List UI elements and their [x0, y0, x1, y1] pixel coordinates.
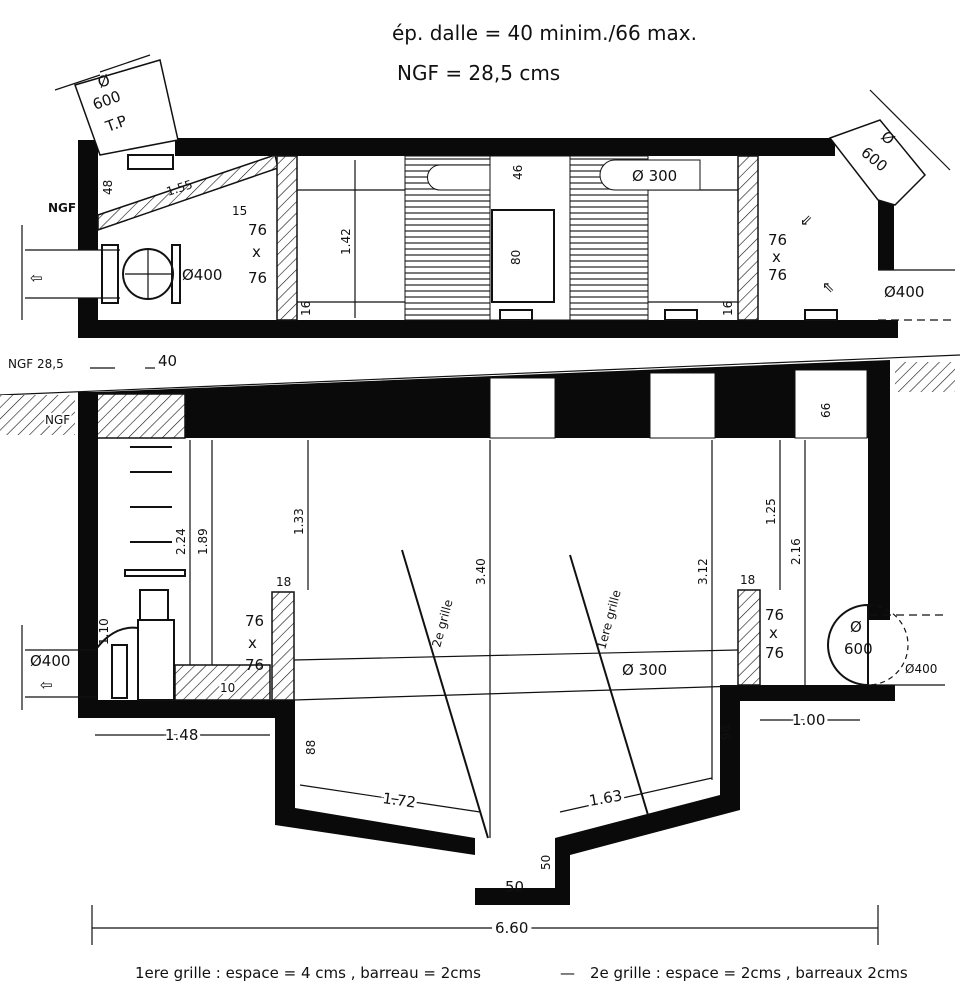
arrow-left-icon: ⇦: [30, 269, 43, 287]
section-manhole-right: [827, 603, 869, 687]
dim-16-left: 16: [299, 301, 313, 316]
plan-pipe-right-label: Ø400: [884, 283, 924, 301]
floor-left: [78, 700, 293, 718]
valve-base: [174, 664, 271, 701]
dim-46: 46: [511, 165, 525, 180]
manhole-left: [74, 59, 179, 156]
plan-channel: [489, 155, 571, 321]
dim-15: 15: [232, 204, 247, 218]
dim-96: 96: [719, 725, 733, 740]
plan-view: Ø 600 T.P Ø 600 1.55 15 48 NGF ⇦ Ø400 76…: [21, 54, 955, 338]
dim-2-24: 2.24: [174, 528, 188, 555]
plan-pipe-left-label: Ø400: [182, 266, 222, 284]
dim-66: 66: [819, 403, 833, 418]
grille-2-bar: [401, 549, 489, 839]
column-right-x: x: [772, 248, 781, 266]
plan-wall-left: [78, 140, 98, 337]
plan-wall-right: [878, 200, 894, 270]
section-column-left-x: x: [248, 634, 257, 652]
dim-1-25: 1.25: [764, 498, 778, 525]
ngf-note: NGF = 28,5 cms: [397, 61, 560, 85]
grille-1-bar: [569, 554, 649, 816]
column-left-dim-a: 76: [248, 221, 267, 239]
column-right-dim-b: 76: [768, 266, 787, 284]
section-column-left: [271, 591, 295, 701]
section-column-right: [737, 589, 761, 686]
section-pipe-left-label: Ø400: [30, 652, 70, 670]
dim-6-60: 6.60: [495, 919, 528, 937]
dim-1-72: 1.72: [381, 789, 417, 811]
dim-2-16: 2.16: [789, 538, 803, 565]
arrow-inlet-icon: ⇖: [822, 278, 835, 296]
dim-1-89: 1.89: [196, 528, 210, 555]
plan-column-left: [276, 155, 298, 321]
dim-1-33: 1.33: [292, 508, 306, 535]
dim-18-right: 18: [740, 573, 755, 587]
footer-grille-1-note: 1ere grille : espace = 4 cms , barreau =…: [135, 964, 481, 982]
dim-1-42: 1.42: [339, 228, 353, 255]
section-column-left-dim-a: 76: [245, 612, 264, 630]
column-left-dim-b: 76: [248, 269, 267, 287]
dim-3-40: 3.40: [474, 558, 488, 585]
floor-right: [720, 685, 895, 701]
plan-wall-top: [175, 138, 835, 156]
slab-hatched-portion: [96, 393, 186, 439]
plan-sump: [491, 209, 555, 303]
section-manhole-diameter-symbol: Ø: [850, 618, 862, 636]
plan-ngf-label: NGF: [48, 201, 76, 215]
plan-pipe-300-label: Ø 300: [632, 167, 677, 185]
column-right-dim-a: 76: [768, 231, 787, 249]
slab-opening-2: [649, 372, 716, 439]
arrow-left-icon: ⇦: [40, 676, 53, 694]
sump-height-50: 50: [539, 855, 553, 870]
column-left-x: x: [252, 243, 261, 261]
plan-wall-opening: [76, 250, 100, 298]
slab-opening-1: [489, 377, 556, 439]
arrow-diagonal-icon: ⇙: [800, 211, 813, 229]
section-column-right-x: x: [769, 624, 778, 642]
section-column-right-dim-a: 76: [765, 606, 784, 624]
dim-1-00: 1.00: [792, 711, 825, 729]
footer-separator: —: [560, 964, 575, 982]
section-column-right-dim-b: 76: [765, 644, 784, 662]
dim-3-12: 3.12: [696, 558, 710, 585]
pit: [275, 700, 740, 905]
dim-10: 10: [220, 681, 235, 695]
dim-1-63: 1.63: [588, 786, 624, 810]
dim-48: 48: [101, 180, 115, 195]
ground-right: [895, 362, 955, 392]
section-manhole-size: 600: [844, 640, 873, 658]
slab-opening-3: [794, 369, 868, 439]
section-pipe-300-label: Ø 300: [622, 661, 667, 679]
section-view: NGF 28,5 40 NGF 66 2.24 1.89 1.33 1.10 1…: [0, 352, 961, 945]
plan-column-right: [737, 155, 759, 321]
section-ngf-label: NGF: [45, 413, 70, 427]
grille-2-label: 2e grille: [429, 598, 455, 649]
dim-16-right: 16: [721, 301, 735, 316]
valve-handwheel-section: [124, 569, 186, 577]
section-pipe-right-label: Ø400: [905, 662, 937, 676]
slab-thickness-note: ép. dalle = 40 minim./66 max.: [392, 21, 697, 45]
dim-40: 40: [158, 352, 177, 370]
manhole-right: [828, 119, 927, 206]
plan-wall-corner: [78, 140, 98, 155]
plan-step-left: [127, 154, 174, 170]
dim-80: 80: [509, 250, 523, 265]
section-wall-left: [78, 392, 98, 718]
section-column-left-dim-b: 76: [245, 656, 264, 674]
dim-18-left: 18: [276, 575, 291, 589]
section-wall-right: [868, 362, 890, 620]
dim-88: 88: [304, 740, 318, 755]
ground-left: [0, 395, 75, 435]
dim-1-48: 1.48: [165, 726, 198, 744]
sump-width-50: 50: [505, 878, 524, 896]
plan-wall-bottom: [78, 320, 898, 338]
footer-grille-2-note: 2e grille : espace = 2cms , barreaux 2cm…: [590, 964, 908, 982]
section-ngf-28-5: NGF 28,5: [8, 357, 64, 371]
grille-1-label: 1ere grille: [594, 588, 623, 650]
